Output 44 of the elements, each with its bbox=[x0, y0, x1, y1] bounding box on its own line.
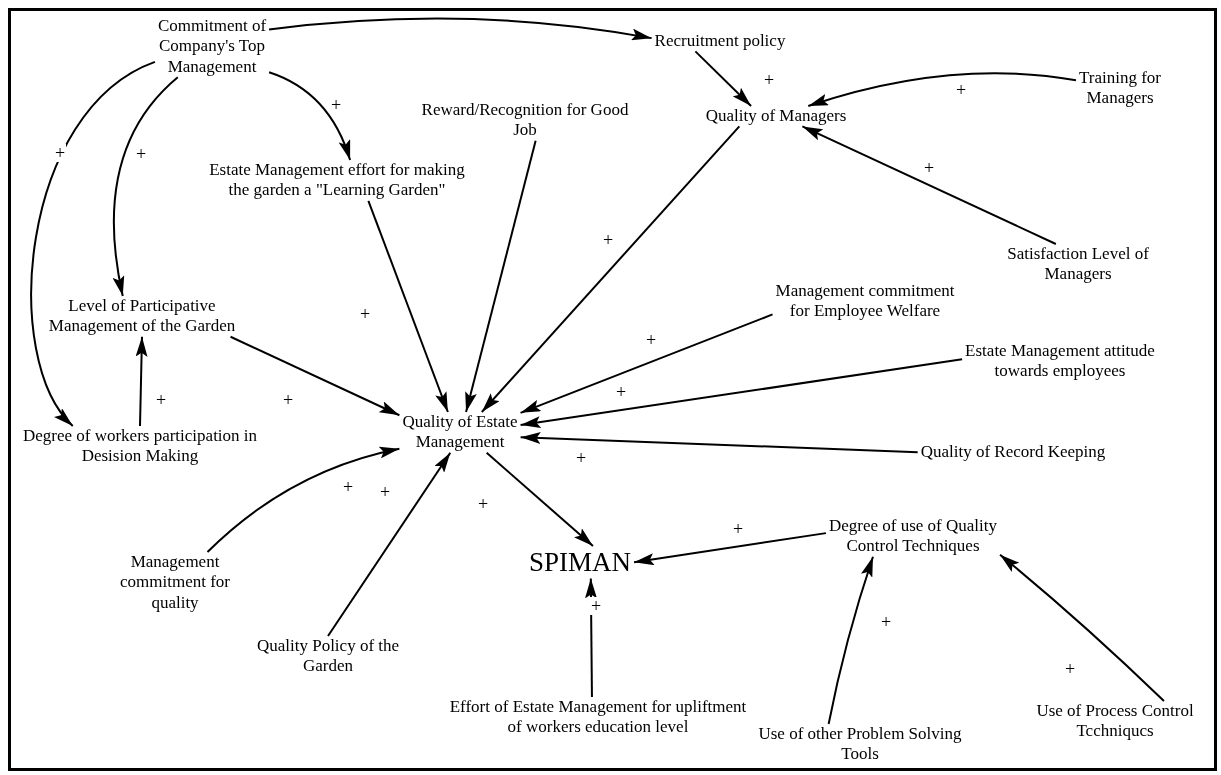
arrow bbox=[206, 447, 401, 553]
arrow bbox=[807, 72, 1077, 107]
arrow bbox=[519, 432, 919, 454]
variable-label: Commitment of Company's Top Management bbox=[127, 16, 297, 78]
arrow bbox=[268, 71, 352, 161]
variable-label: Management commitment for Employee Welfare bbox=[767, 281, 963, 322]
arrow bbox=[480, 125, 741, 413]
variable-label: Satisfaction Level of Managers bbox=[983, 244, 1173, 285]
arrow bbox=[633, 532, 827, 566]
polarity-sign: + bbox=[590, 597, 603, 615]
variable-label: Training for Managers bbox=[1055, 68, 1185, 109]
variable-label: Estate Management effort for making the garden a "Learning Garden" bbox=[202, 160, 472, 201]
arrow bbox=[465, 139, 537, 413]
arrow bbox=[135, 335, 148, 427]
arrow bbox=[827, 555, 874, 725]
variable-label: Effort of Estate Management for upliftment of workers education level bbox=[448, 697, 748, 738]
arrow bbox=[694, 50, 753, 107]
variable-label: Recruitment policy bbox=[620, 31, 820, 52]
variable-label: SPIMAN bbox=[515, 546, 645, 579]
variable-label: Quality of Managers bbox=[671, 106, 881, 127]
arrow bbox=[268, 17, 653, 41]
arrow bbox=[485, 451, 594, 547]
arrow bbox=[519, 358, 964, 429]
variable-label: Reward/Recognition for Good Job bbox=[417, 100, 633, 141]
variable-label: Management commitment for quality bbox=[95, 552, 255, 614]
variable-label: Degree of workers participation in Desision Making bbox=[12, 426, 268, 467]
variable-label: Degree of use of Quality Control Techniques bbox=[823, 516, 1003, 557]
variable-label: Use of Process Control Tcchniqucs bbox=[1010, 701, 1220, 742]
variable-label: Use of other Problem Solving Tools bbox=[750, 724, 970, 765]
arrow bbox=[801, 125, 1057, 245]
arrow bbox=[112, 76, 179, 297]
arrow bbox=[367, 199, 449, 413]
variable-label: Level of Participative Management of the Garden bbox=[29, 296, 255, 337]
arrow bbox=[30, 60, 156, 427]
polarity-sign: + bbox=[54, 144, 67, 162]
arrow bbox=[327, 451, 452, 637]
variable-label: Estate Management attitude towards employees bbox=[952, 341, 1168, 382]
arrow bbox=[229, 335, 401, 417]
variable-label: Quality Policy of the Garden bbox=[238, 636, 418, 677]
variable-label: Quality of Record Keeping bbox=[918, 442, 1108, 463]
arrow bbox=[585, 577, 597, 698]
arrow bbox=[519, 313, 774, 414]
arrow bbox=[999, 553, 1165, 702]
variable-label: Quality of Estate Management bbox=[370, 412, 550, 453]
